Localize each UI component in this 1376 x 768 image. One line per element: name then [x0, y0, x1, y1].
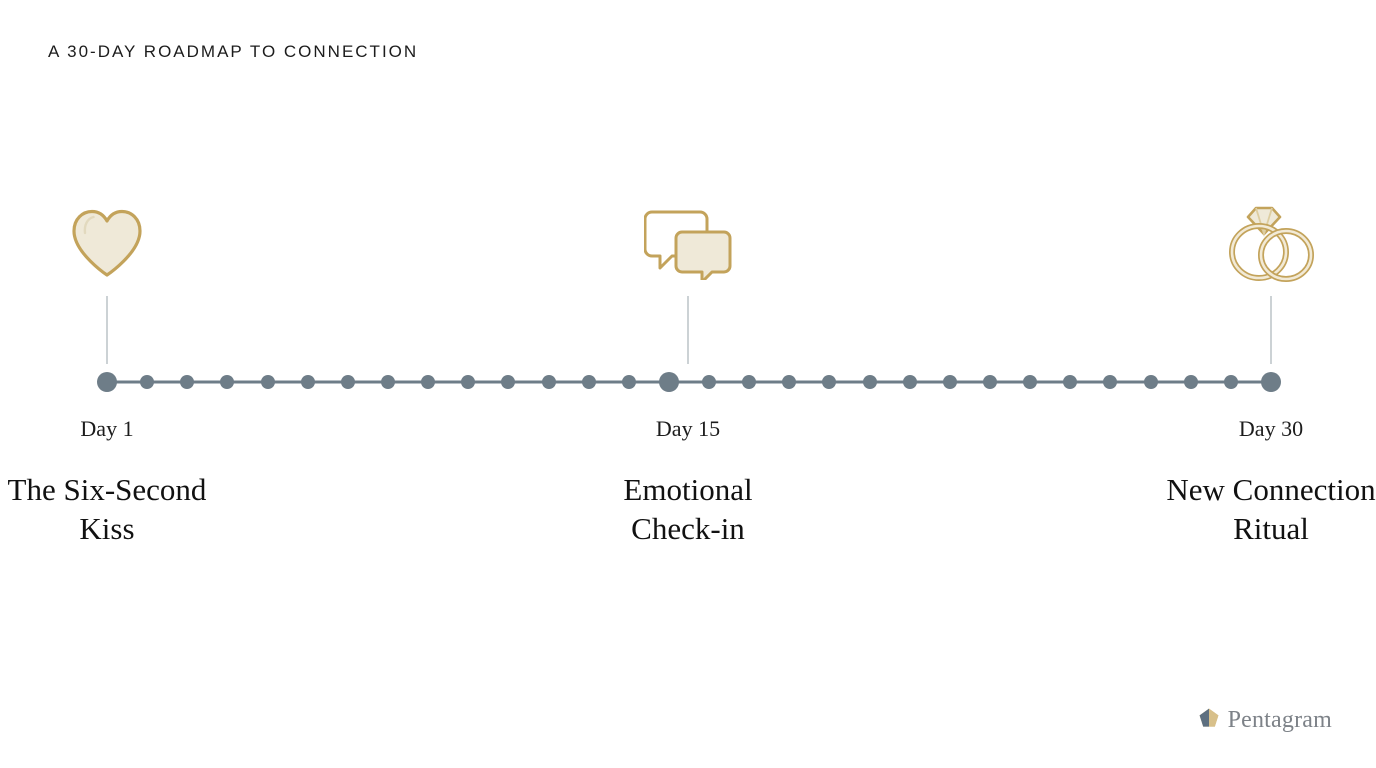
timeline-dot-day-16: [702, 375, 717, 389]
timeline-axis: [107, 380, 1271, 384]
milestone-title-line-2: Ritual: [1233, 511, 1309, 547]
day-label-day-30: Day 30: [1238, 416, 1304, 441]
timeline-dot-day-14: [621, 375, 636, 389]
timeline-dot-day-28: [1183, 375, 1198, 389]
timeline-dot-day-8: [380, 375, 395, 389]
pentagram-wordmark: Pentagram: [1227, 707, 1332, 733]
pentagon-icon: [1198, 707, 1220, 734]
milestone-title-line-1: New Connection: [1166, 472, 1376, 507]
page-title: A 30-DAY ROADMAP TO CONNECTION: [48, 42, 419, 61]
timeline-milestone-dot-day-15: [658, 372, 679, 392]
timeline-dot-day-3: [180, 375, 195, 389]
timeline-dot-day-29: [1223, 375, 1238, 389]
speech-bubbles-icon: [633, 200, 743, 286]
milestone-title-line-1: Emotional: [623, 472, 753, 507]
timeline-dot-day-25: [1063, 375, 1078, 389]
day-label-day-15: Day 15: [655, 416, 721, 441]
timeline-dot-day-10: [461, 375, 476, 389]
timeline-dot-day-18: [782, 375, 797, 389]
milestone-title-line-2: Kiss: [79, 511, 135, 547]
milestone-title-line-1: The Six-Second: [7, 472, 207, 507]
timeline-dot-day-26: [1103, 375, 1118, 389]
timeline-dot-day-12: [541, 375, 556, 389]
pentagram-logo: Pentagram: [1198, 707, 1332, 734]
milestone-connector-day-1: [106, 296, 108, 364]
timeline-dot-day-17: [742, 375, 757, 389]
timeline-dot-day-23: [983, 375, 998, 389]
milestone-connector-day-30: [1270, 296, 1272, 364]
timeline-milestone-dot-day-30: [1261, 372, 1281, 392]
timeline-dot-day-24: [1023, 375, 1038, 389]
timeline-dot-day-19: [822, 375, 837, 389]
milestone-title-line-2: Check-in: [631, 511, 745, 547]
timeline-dot-day-21: [902, 375, 917, 389]
timeline-dot-day-13: [581, 375, 596, 389]
wedding-rings-icon: [1216, 200, 1326, 286]
timeline-milestone-dot-day-1: [97, 372, 117, 392]
timeline-dot-day-27: [1143, 375, 1158, 389]
day-label-day-1: Day 1: [80, 416, 134, 441]
timeline-dot-day-7: [340, 375, 355, 389]
timeline-dot-day-2: [140, 375, 155, 389]
milestone-connector-day-15: [687, 296, 689, 364]
timeline-dot-day-11: [501, 375, 516, 389]
timeline-dot-day-6: [300, 375, 315, 389]
timeline-dot-day-20: [862, 375, 877, 389]
heart-icon: [52, 200, 162, 286]
timeline-dot-day-22: [942, 375, 957, 389]
timeline-dot-day-4: [220, 375, 235, 389]
timeline-dot-day-5: [260, 375, 275, 389]
timeline-dot-day-9: [421, 375, 436, 389]
